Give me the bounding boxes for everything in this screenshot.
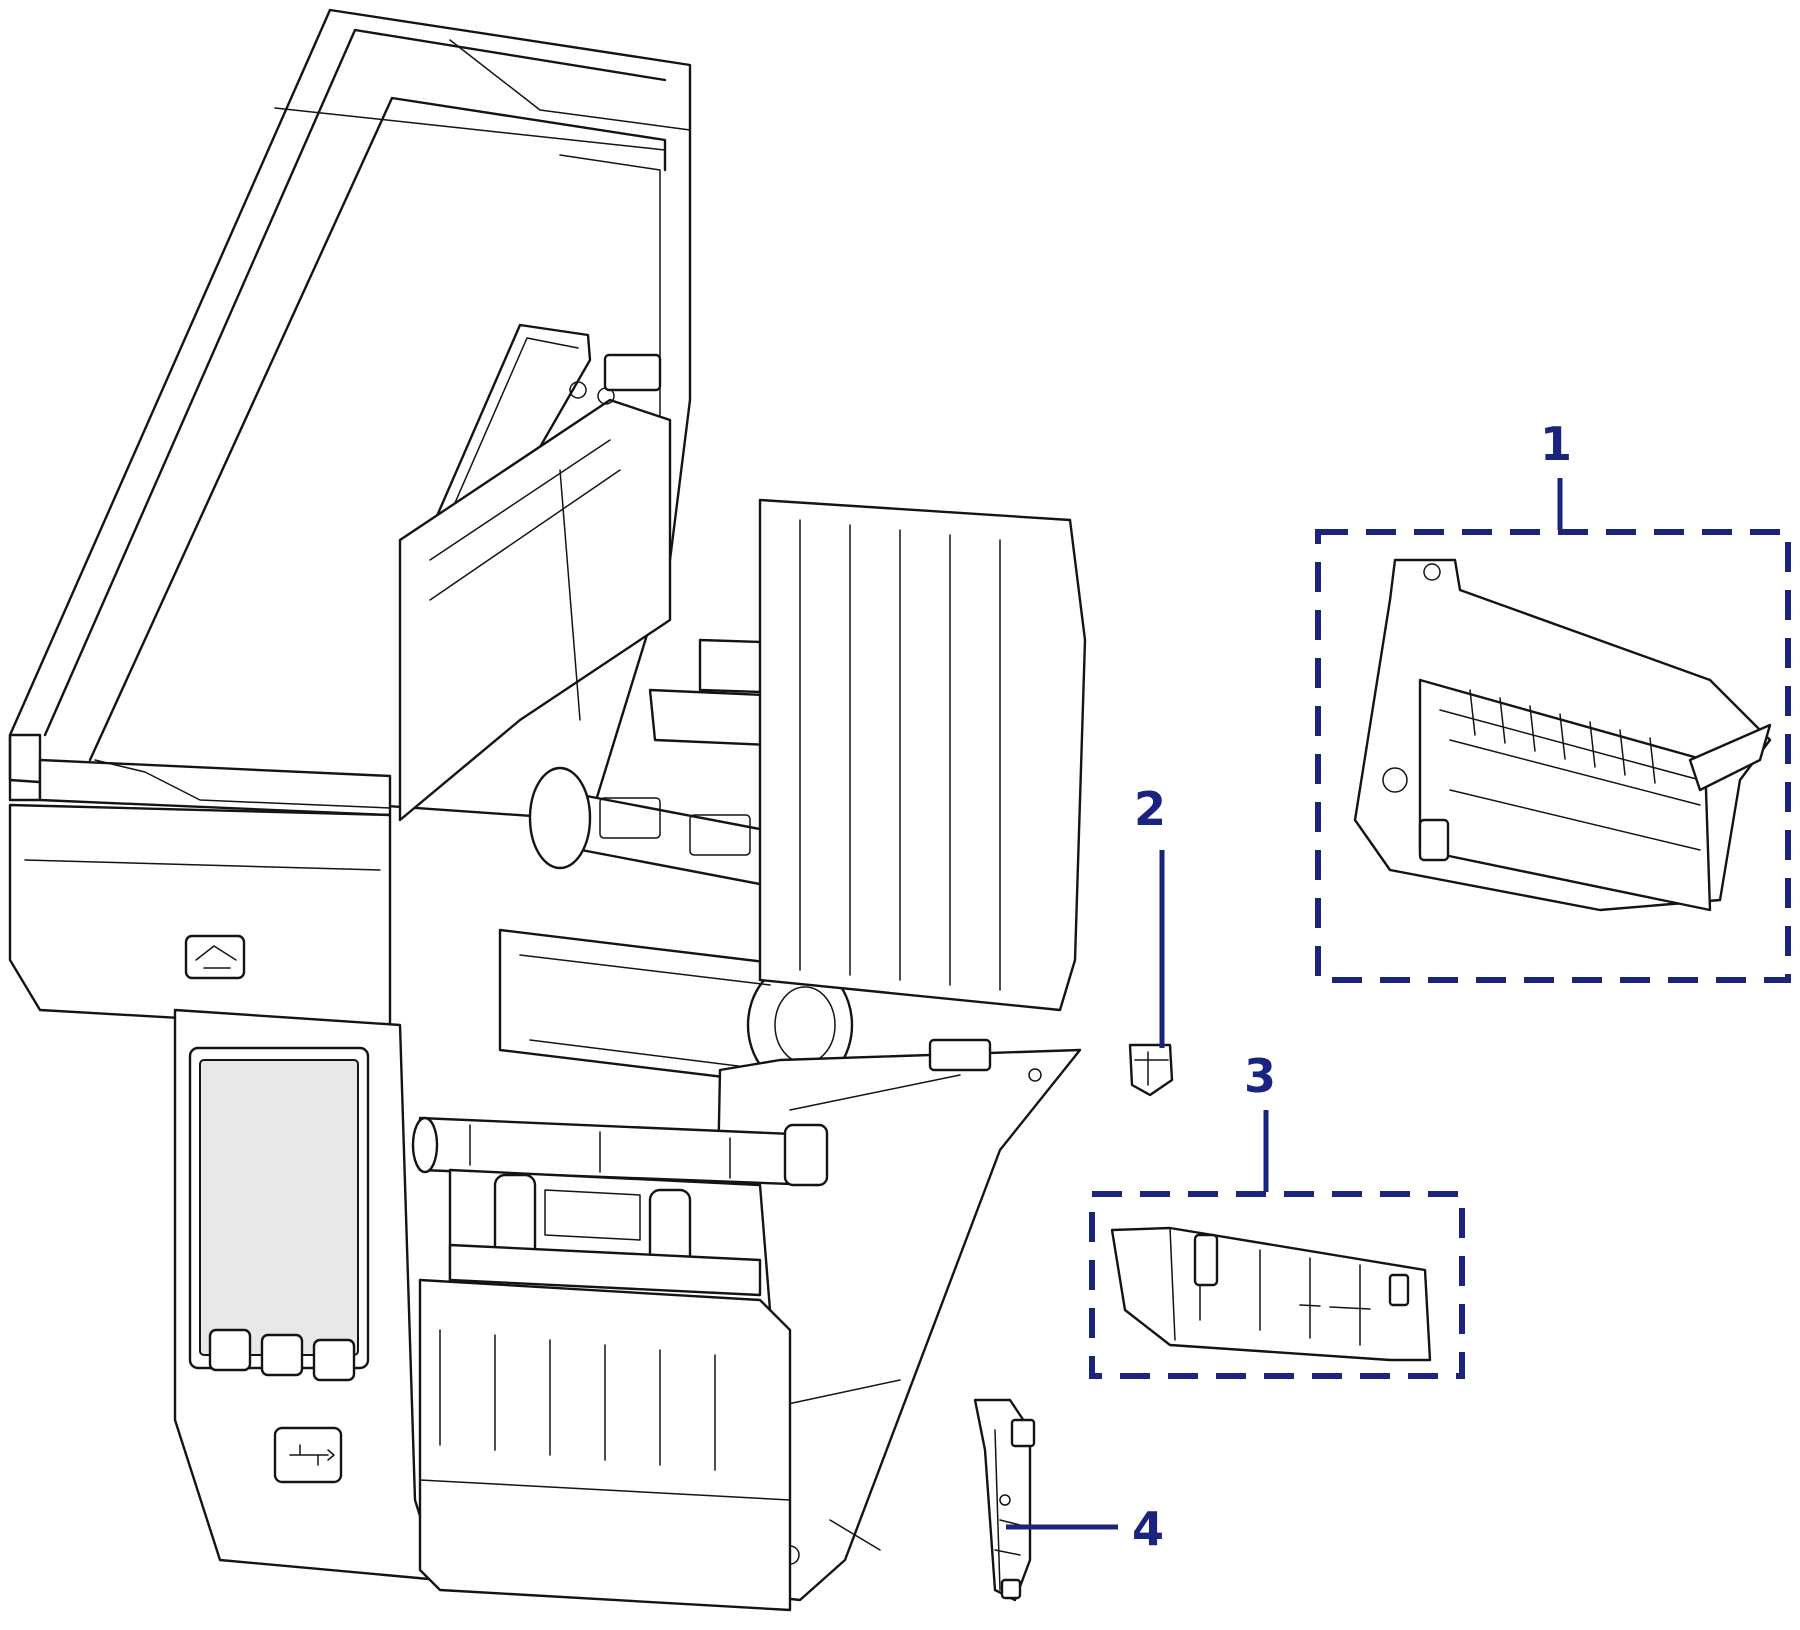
callout-label-2: 2 (1134, 782, 1166, 836)
logo-icon (184, 934, 246, 980)
part-2-small-clip (1128, 1043, 1174, 1097)
control-buttons (208, 1328, 356, 1382)
printer-body (8, 8, 1087, 1612)
callout-box-3 (1089, 1191, 1465, 1379)
display-screen-icon (188, 1046, 370, 1370)
callout-3: 3 (1089, 1049, 1465, 1379)
part-1-cutter-module (1353, 558, 1772, 912)
part-3-tray-module (1110, 1226, 1432, 1362)
callout-label-4: 4 (1132, 1502, 1164, 1556)
callout-2: 2 (1134, 782, 1166, 1048)
callout-label-3: 3 (1244, 1049, 1276, 1103)
callout-label-1: 1 (1540, 417, 1572, 471)
callout-box-1 (1315, 529, 1791, 983)
printer-mechanism (398, 353, 1087, 1612)
usb-port-icon (273, 1426, 343, 1484)
callout-1: 1 (1315, 417, 1791, 983)
part-4-sensor-bracket (973, 1398, 1036, 1602)
callout-4: 4 (1006, 1502, 1164, 1556)
printer-front-panel (8, 803, 442, 1582)
